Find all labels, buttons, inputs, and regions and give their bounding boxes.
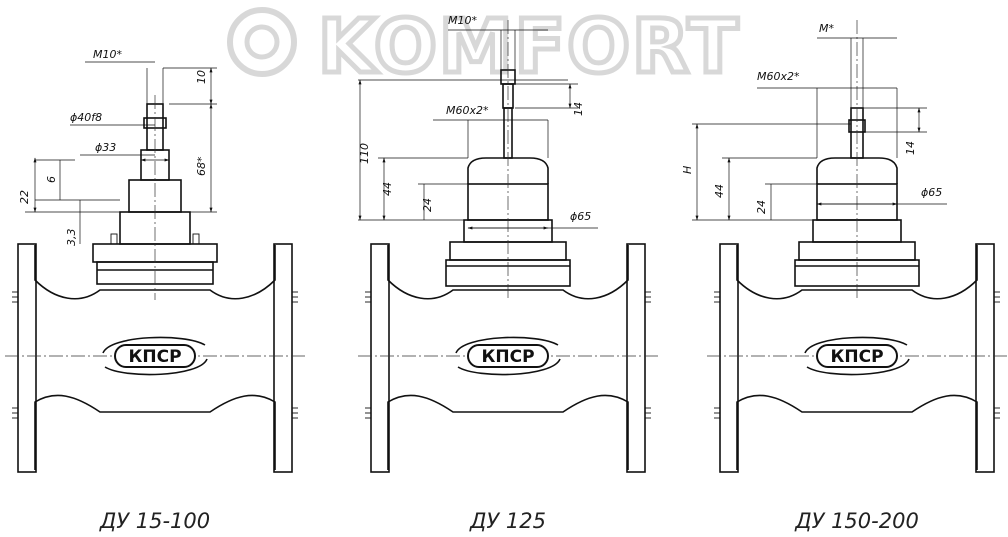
caption-du-150-200: ДУ 150-200 — [794, 509, 919, 533]
dim-m60-c: M60x2* — [757, 70, 800, 83]
dim-h24-c: 24 — [755, 200, 768, 214]
caption-du-125: ДУ 125 — [469, 509, 546, 533]
dim-d40f8: ϕ40f8 — [70, 111, 102, 124]
dim-H: H — [681, 166, 694, 174]
dim-m-c: M* — [819, 22, 834, 35]
watermark: KOMFORT — [227, 2, 741, 93]
logo-kpsr: КПСР — [128, 347, 181, 367]
dim-h3-3: 3,3 — [65, 229, 78, 247]
dim-d65-c: ϕ65 — [921, 186, 942, 199]
dim-h68: 68* — [195, 156, 208, 176]
dim-h14-c: 14 — [904, 141, 917, 155]
dim-h22: 22 — [18, 190, 31, 204]
dim-m60-b: M60x2* — [446, 104, 489, 117]
dim-h6: 6 — [45, 176, 58, 183]
logo-kpsr-b: КПСР — [481, 347, 534, 367]
dim-m10: M10* — [93, 48, 122, 61]
dim-h44-c: 44 — [713, 184, 726, 198]
logo-kpsr-c: КПСР — [830, 347, 883, 367]
dim-h110: 110 — [358, 143, 371, 164]
dim-d33: ϕ33 — [95, 141, 116, 154]
view-du-150-200: M* M60x2* 14 H 44 24 ϕ65 КПСР ДУ 150-200 — [681, 20, 1008, 533]
dim-m10-b: M10* — [448, 14, 477, 27]
svg-text:KOMFORT: KOMFORT — [318, 4, 740, 90]
dim-d65-b: ϕ65 — [570, 210, 591, 223]
dim-h24-b: 24 — [421, 198, 434, 212]
view-du-15-100: M10* ϕ40f8 ϕ33 10 68* 6 22 3,3 КПСР ДУ 1… — [4, 48, 306, 533]
view-du-125: M10* 14 M60x2* 110 44 24 ϕ65 КПСР ДУ 125 — [357, 14, 659, 533]
dim-h44-b: 44 — [381, 182, 394, 196]
dim-h10: 10 — [195, 70, 208, 84]
dim-h14-b: 14 — [572, 102, 585, 116]
caption-du-15-100: ДУ 15-100 — [99, 509, 210, 533]
